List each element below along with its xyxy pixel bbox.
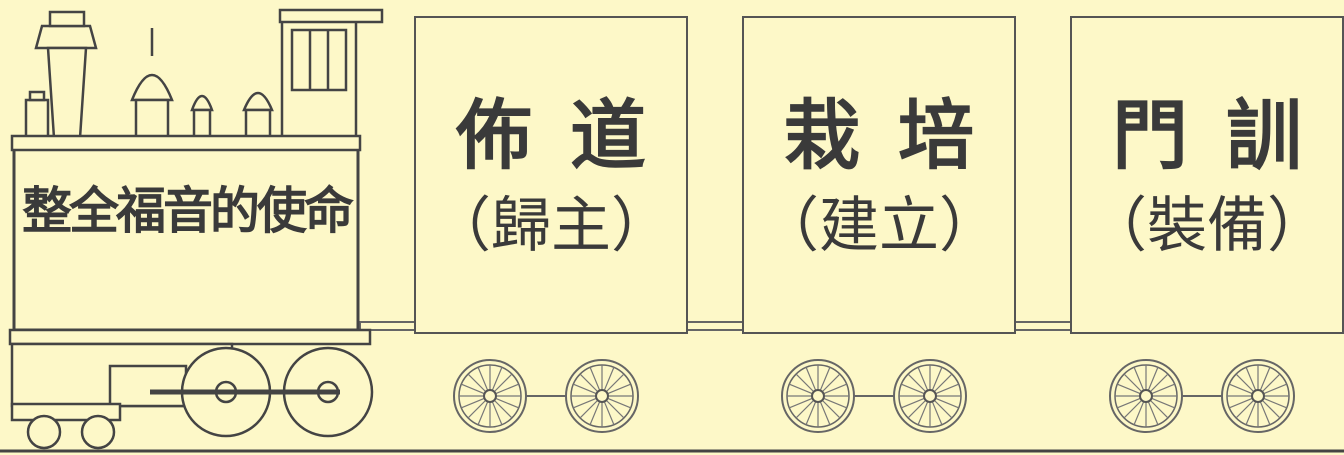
car-title: 門訓 <box>1112 91 1340 180</box>
car-title: 佈道 <box>456 91 684 180</box>
engine-label: 整全福音的使命 <box>22 182 354 240</box>
car-subtitle: （裝備） <box>1087 191 1327 261</box>
locomotive-wheels <box>26 346 374 450</box>
car-title: 栽培 <box>784 91 1012 180</box>
locomotive <box>8 8 384 422</box>
car-subtitle: （歸主） <box>431 191 671 261</box>
car-nurture: 栽培 （建立） <box>742 16 1016 334</box>
car-wheel <box>565 359 639 433</box>
car-subtitle: （建立） <box>759 191 999 261</box>
car-wheel <box>1109 359 1183 433</box>
car-wheel <box>893 359 967 433</box>
car-wheel <box>781 359 855 433</box>
car-discipleship: 門訓 （裝備） <box>1070 16 1344 334</box>
car-evangelism: 佈道 （歸主） <box>414 16 688 334</box>
car-wheel-group <box>453 359 1295 433</box>
car-wheel <box>1221 359 1295 433</box>
car-wheel <box>453 359 527 433</box>
